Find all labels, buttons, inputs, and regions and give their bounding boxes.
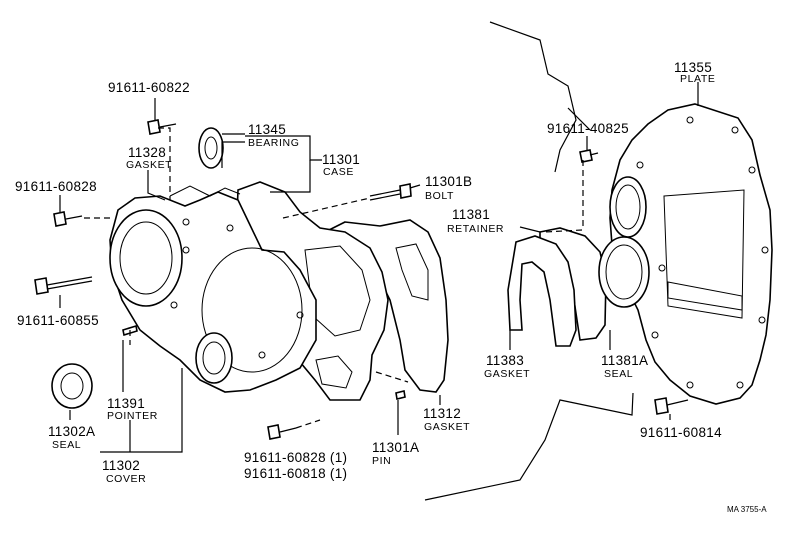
callout-name-bearing: BEARING: [248, 137, 299, 149]
bearing-part: [198, 127, 224, 169]
callout-name-seal-11302a: SEAL: [52, 439, 81, 451]
callout-name-plate: PLATE: [680, 73, 715, 85]
callout-number-11383: 11383: [486, 353, 524, 368]
callout-number-11328: 11328: [128, 145, 166, 160]
callout-number-91611-60818-1: 91611-60818 (1): [244, 466, 347, 481]
callout-name-seal-11381a: SEAL: [604, 368, 633, 380]
leader-lines: [59, 82, 699, 453]
callout-number-11301a: 11301A: [372, 440, 419, 455]
callout-number-11302a: 11302A: [48, 424, 95, 439]
callout-name-pointer: POINTER: [107, 410, 158, 422]
callout-number-11345: 11345: [248, 122, 286, 137]
end-plate-part: [609, 103, 773, 405]
oil-seal-part: [51, 363, 93, 409]
callout-number-11301b: 11301B: [425, 174, 472, 189]
bolt-91611-40825: [579, 149, 599, 163]
callout-number-91611-60855: 91611-60855: [17, 313, 99, 328]
callout-number-11301: 11301: [322, 152, 360, 167]
callout-number-11381a: 11381A: [601, 353, 648, 368]
bolt-91611-60814: [654, 397, 689, 415]
retainer-gasket-part: [507, 235, 577, 347]
callout-number-11355: 11355: [674, 60, 712, 75]
callout-number-11302: 11302: [102, 458, 140, 473]
callout-number-91611-60822: 91611-60822: [108, 80, 190, 95]
front-cover-part: [109, 191, 317, 393]
callout-number-11391: 11391: [107, 396, 145, 411]
bolt-91611-60828-lower: [267, 424, 297, 440]
drawing-reference: MA 3755-A: [727, 505, 767, 514]
callout-number-91611-60814: 91611-60814: [640, 425, 722, 440]
callout-number-91611-60828-left: 91611-60828: [15, 179, 97, 194]
callout-name-cover: COVER: [106, 473, 146, 485]
callout-name-pin: PIN: [372, 455, 391, 467]
callout-number-91611-40825: 91611-40825: [547, 121, 629, 136]
bolt-91611-60855: [34, 276, 93, 295]
engine-block-outline: [424, 21, 634, 501]
callout-name-gasket-11312: GASKET: [424, 421, 470, 433]
bolt-91611-60828-left: [53, 211, 83, 227]
callout-number-11312: 11312: [423, 406, 461, 421]
bolt-11301b: [369, 183, 412, 201]
callout-name-retainer: RETAINER: [447, 223, 504, 235]
callout-number-91611-60828-1: 91611-60828 (1): [244, 450, 347, 465]
pin-part: [395, 390, 406, 400]
callout-name-case: CASE: [323, 166, 354, 178]
callout-name-gasket-11383: GASKET: [484, 368, 530, 380]
callout-name-gasket-11328: GASKET: [126, 159, 172, 171]
rear-seal-part: [598, 236, 650, 308]
bolt-91611-60822: [147, 119, 177, 135]
callout-number-11381: 11381: [452, 207, 490, 222]
callout-name-bolt: BOLT: [425, 190, 454, 202]
cover-gasket-part: [169, 185, 241, 197]
